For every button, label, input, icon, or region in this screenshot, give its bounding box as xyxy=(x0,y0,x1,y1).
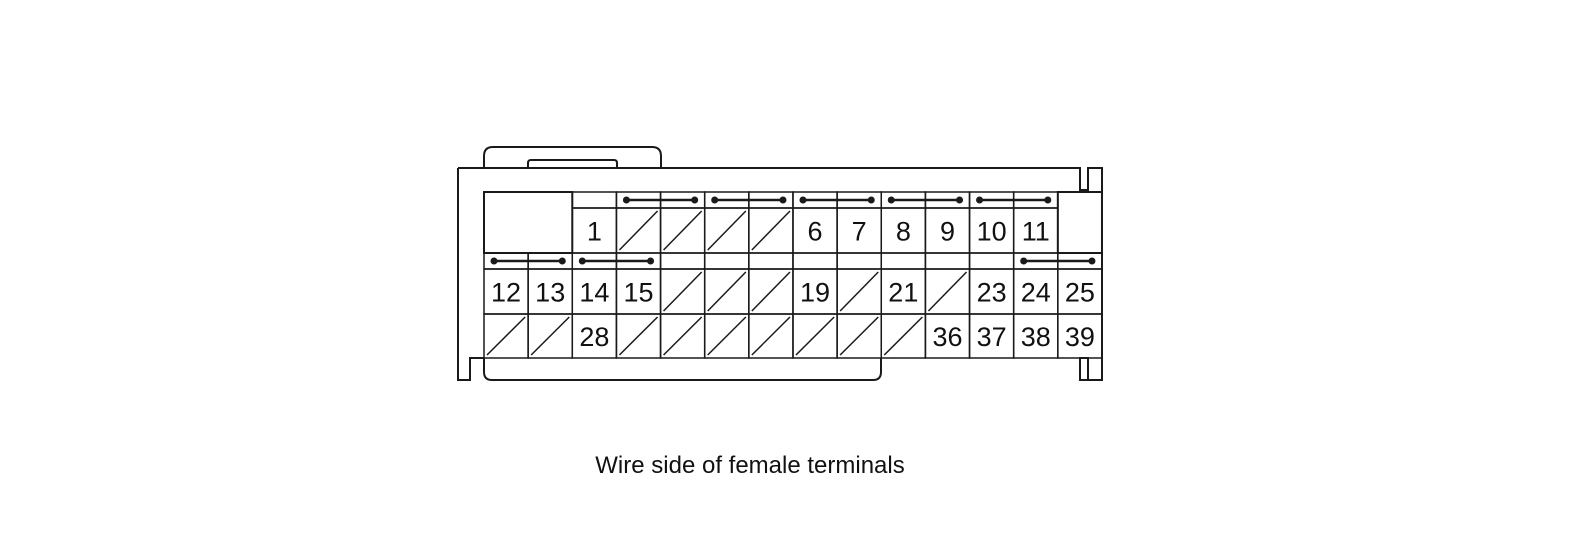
terminal-band xyxy=(571,191,618,209)
terminal-number: 8 xyxy=(896,217,911,247)
shorting-bar-end xyxy=(779,196,787,204)
shorting-bar-end xyxy=(558,257,566,265)
terminal-number: 10 xyxy=(977,217,1007,247)
empty-cavity-mark xyxy=(486,316,526,356)
empty-cavity-mark xyxy=(927,271,968,312)
shorting-bar-end xyxy=(647,257,655,265)
diagram-caption: Wire side of female terminals xyxy=(595,452,905,479)
terminal-number: 39 xyxy=(1065,322,1095,352)
empty-cavity-mark xyxy=(883,316,923,356)
empty-cavity-mark xyxy=(751,316,791,356)
terminal-number: 13 xyxy=(535,278,565,308)
bottom-lock xyxy=(483,358,882,381)
terminal-number: 24 xyxy=(1021,278,1051,308)
shorting-bar-end xyxy=(1020,257,1028,265)
terminal-number: 37 xyxy=(977,322,1007,352)
shorting-bars xyxy=(490,196,1096,265)
empty-cavity-mark xyxy=(795,316,835,356)
terminal-number: 1 xyxy=(587,217,602,247)
empty-cavity-mark xyxy=(707,210,747,251)
terminal-number: 11 xyxy=(1022,217,1050,247)
terminal-band xyxy=(792,252,838,270)
shorting-bar-end xyxy=(691,196,699,204)
empty-cavity-mark xyxy=(751,210,791,251)
empty-cavity-mark xyxy=(839,271,879,312)
empty-cavity-mark xyxy=(751,271,791,312)
terminal-band xyxy=(748,252,794,270)
blank-cavity-left xyxy=(483,191,574,254)
empty-cavity-mark xyxy=(707,271,747,312)
shorting-bar-end xyxy=(711,196,719,204)
terminal-number: 38 xyxy=(1021,322,1051,352)
terminal-band xyxy=(968,252,1015,270)
terminal-band xyxy=(924,252,971,270)
shorting-bar-end xyxy=(976,196,984,204)
shorting-bar-end xyxy=(867,196,875,204)
terminal-number: 23 xyxy=(977,278,1007,308)
terminal-number: 25 xyxy=(1065,278,1095,308)
terminal-cell xyxy=(1057,313,1103,359)
shorting-bar-end xyxy=(1088,257,1096,265)
empty-cavity-mark xyxy=(618,210,659,251)
empty-cavity-mark xyxy=(839,316,879,356)
shorting-bar-end xyxy=(578,257,586,265)
terminal-number: 36 xyxy=(932,322,962,352)
terminal-number: 14 xyxy=(579,278,609,308)
terminal-number: 12 xyxy=(491,278,521,308)
shorting-bar-end xyxy=(1044,196,1052,204)
blank-cavity-right xyxy=(1056,191,1103,254)
empty-cavity-mark xyxy=(707,316,747,356)
terminal-band xyxy=(703,252,750,270)
empty-cavity-mark xyxy=(618,316,659,356)
terminal-number: 9 xyxy=(940,217,955,247)
terminal-band xyxy=(836,252,883,270)
terminal-number: 19 xyxy=(800,278,830,308)
terminal-number: 28 xyxy=(579,322,609,352)
empty-cavity-mark xyxy=(530,316,570,356)
top-latch xyxy=(483,146,662,168)
top-latch-slot xyxy=(527,159,618,168)
terminal-band xyxy=(880,252,927,270)
empty-cavity-mark xyxy=(663,316,703,356)
terminal-band xyxy=(659,252,706,270)
terminal-number: 6 xyxy=(808,217,823,247)
empty-cavity-mark xyxy=(663,271,703,312)
shorting-bar-end xyxy=(799,196,807,204)
empty-cavity-mark xyxy=(663,210,703,251)
terminal-number: 15 xyxy=(623,278,653,308)
shorting-bar-end xyxy=(490,257,498,265)
shorting-bar-end xyxy=(887,196,895,204)
terminal-number: 21 xyxy=(888,278,918,308)
shorting-bar-end xyxy=(622,196,630,204)
terminal-number: 7 xyxy=(852,217,867,247)
shorting-bar-end xyxy=(956,196,964,204)
